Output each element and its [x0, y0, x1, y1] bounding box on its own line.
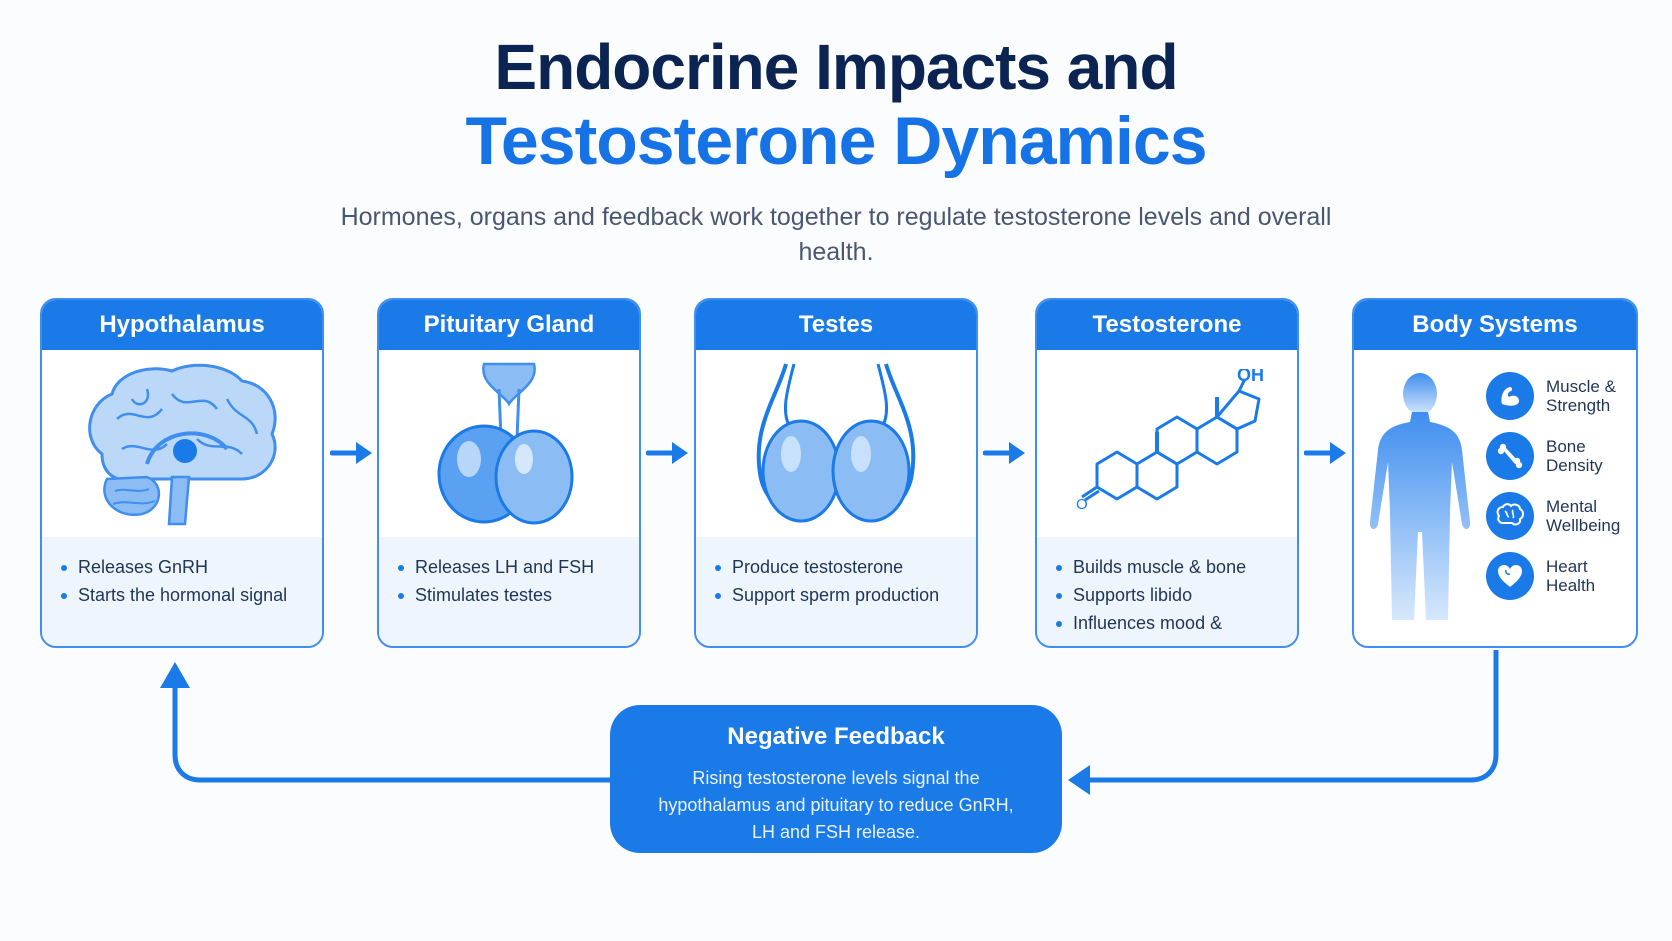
system-bone: Bone Density — [1486, 432, 1636, 480]
steroid-molecule-icon: O OH — [1076, 369, 1264, 513]
hydroxyl-label: OH — [1237, 369, 1264, 385]
arrow-right-icon — [1304, 442, 1346, 464]
svg-text:O: O — [1076, 496, 1088, 513]
feedback-title: Negative Feedback — [727, 723, 945, 750]
card-hypothalamus: Hypothalamus Releases GnRH Starts the ho… — [40, 298, 324, 648]
card-testes: Testes Produce testosterone Support sper… — [694, 298, 978, 648]
list-item: Stimulates testes — [398, 581, 621, 609]
system-heart: Heart Health — [1486, 552, 1636, 600]
system-mental: Mental Wellbeing — [1486, 492, 1636, 540]
negative-feedback-box: Negative Feedback Rising testosterone le… — [610, 705, 1062, 853]
muscle-icon — [1486, 372, 1534, 420]
card-title: Body Systems — [1354, 300, 1636, 350]
feedback-text: Rising testosterone levels signal the hy… — [658, 768, 1014, 842]
card-bullets: Produce testosterone Support sperm produ… — [696, 537, 976, 646]
list-item: Starts the hormonal signal — [61, 581, 304, 609]
card-body-systems: Body Systems Muscle & Strength Bone Dens… — [1352, 298, 1638, 648]
heart-icon — [1486, 552, 1534, 600]
bone-icon — [1486, 432, 1534, 480]
arrow-right-icon — [646, 442, 688, 464]
list-item: Builds muscle & bone — [1056, 553, 1279, 581]
system-label: Bone Density — [1546, 437, 1603, 475]
system-muscle: Muscle & Strength — [1486, 372, 1636, 420]
brain-icon — [1486, 492, 1534, 540]
system-label: Muscle & Strength — [1546, 377, 1616, 415]
arrow-right-icon — [330, 442, 372, 464]
brain-icon — [88, 363, 277, 525]
card-title: Pituitary Gland — [379, 300, 639, 350]
system-label: Heart Health — [1546, 557, 1596, 595]
testes-icon — [756, 362, 916, 522]
list-item: Support sperm production — [715, 581, 958, 609]
card-bullets: Releases GnRH Starts the hormonal signal — [42, 537, 322, 646]
card-bullets: Releases LH and FSH Stimulates testes — [379, 537, 639, 646]
card-bullets: Builds muscle & bone Supports libido Inf… — [1037, 537, 1297, 646]
card-pituitary-gland: Pituitary Gland Releases LH and FSH Stim… — [377, 298, 641, 648]
subtitle: Hormones, organs and feedback work toget… — [340, 203, 1332, 266]
title-line-1: Endocrine Impacts and — [494, 31, 1178, 103]
list-item: Supports libido — [1056, 581, 1279, 609]
list-item: Releases GnRH — [61, 553, 304, 581]
list-item: Releases LH and FSH — [398, 553, 621, 581]
list-item: Influences mood & energy — [1056, 609, 1279, 646]
system-label: Mental Wellbeing — [1546, 497, 1621, 535]
card-title: Testes — [696, 300, 976, 350]
human-body-icon — [1369, 373, 1471, 620]
card-title: Testosterone — [1037, 300, 1297, 350]
arrow-right-icon — [983, 442, 1025, 464]
pituitary-gland-icon — [437, 362, 574, 524]
list-item: Produce testosterone — [715, 553, 958, 581]
card-testosterone: Testosterone O OH Builds muscle & bone S… — [1035, 298, 1299, 648]
card-title: Hypothalamus — [42, 300, 322, 350]
title-line-2: Testosterone Dynamics — [465, 103, 1207, 179]
